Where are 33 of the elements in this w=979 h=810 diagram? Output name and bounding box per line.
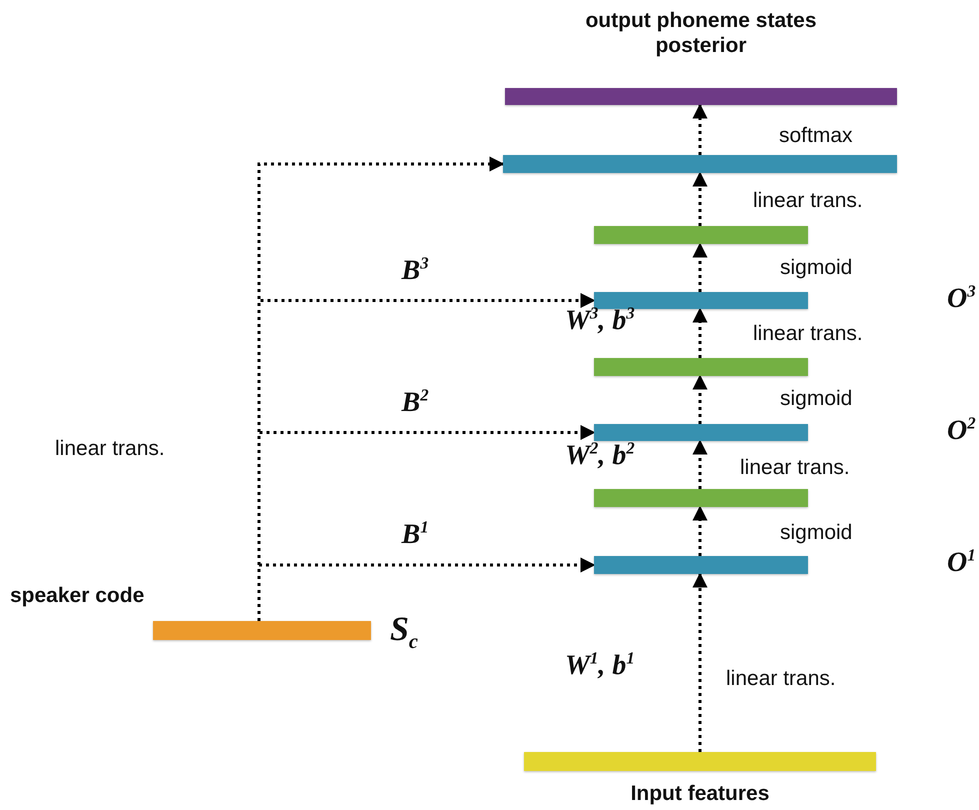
- layer-bar: [594, 358, 808, 376]
- layer-title: Input features: [630, 781, 770, 806]
- layer-label: linear trans.: [726, 667, 836, 691]
- layer-bar: [594, 489, 808, 507]
- layer-bar: [594, 424, 808, 441]
- arrow: [692, 374, 708, 424]
- layer-label: sigmoid: [780, 387, 852, 411]
- layer-title: speaker code: [10, 583, 144, 608]
- layer-bar: [503, 155, 897, 173]
- layer-label: sigmoid: [780, 256, 852, 280]
- layer-title: output phoneme states posterior: [584, 8, 818, 58]
- layer-label: linear trans.: [753, 322, 863, 346]
- layer-symbol: S$_{c}$: [390, 613, 418, 652]
- layer-bar: [594, 292, 808, 309]
- output-symbol: O$^{1}$: [947, 548, 976, 578]
- arrow: [692, 104, 708, 155]
- output-symbol: O$^{3}$: [947, 284, 976, 314]
- arrow: [692, 172, 708, 226]
- layer-label: linear trans.: [740, 456, 850, 480]
- arrow: [692, 308, 708, 358]
- arrow: [692, 440, 708, 489]
- layer-label: linear trans.: [55, 437, 165, 461]
- edge-label: B$^{3}$: [402, 256, 429, 285]
- layer-label: linear trans.: [753, 189, 863, 213]
- output-symbol: O$^{2}$: [947, 416, 976, 446]
- layer-label: softmax: [779, 124, 853, 148]
- layer-label: sigmoid: [780, 521, 852, 545]
- layer-bar: [594, 226, 808, 244]
- arrow: [692, 242, 708, 292]
- arrow: [692, 572, 708, 752]
- weight-symbol: W$^{1}$, b$^{1}$: [565, 651, 635, 680]
- arrow: [692, 506, 708, 556]
- layer-bar: [594, 556, 808, 574]
